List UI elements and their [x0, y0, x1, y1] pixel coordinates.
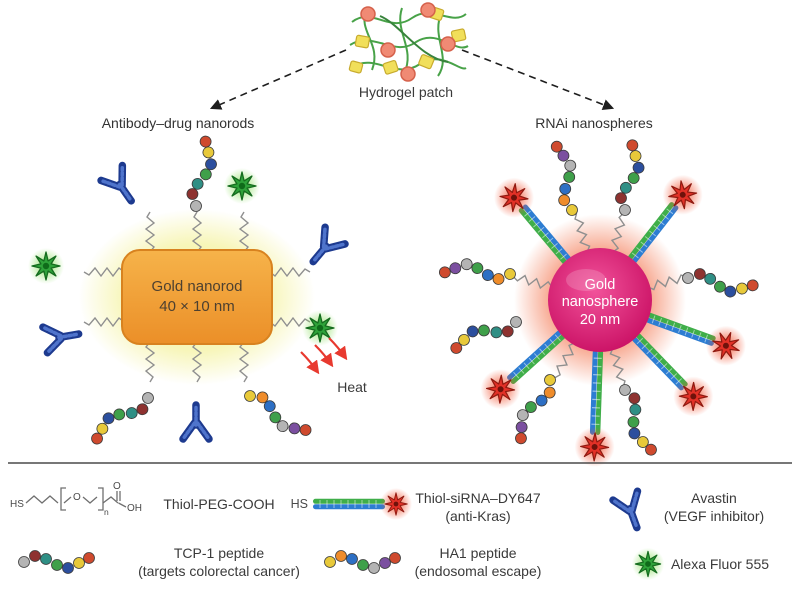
legend-item-ha1: HA1 peptide (endosomal escape) [324, 545, 542, 579]
heat-label: Heat [337, 379, 367, 395]
tcp1-peptide-chain [83, 385, 160, 449]
legend-item-tcp1: TCP-1 peptide (targets colorectal cancer… [18, 545, 300, 579]
nanorod-body [121, 249, 273, 345]
chem-o: O [73, 492, 81, 503]
tcp1-peptide-chain [611, 380, 661, 461]
tcp1-peptide-chain [183, 134, 223, 215]
legend-label-avastin: Avastin [691, 490, 737, 506]
legend-item-thiol-sirna: HS Thiol-siRNA–DY647 (anti-Kras) [291, 487, 541, 524]
antibody-icon [613, 491, 649, 532]
sirna-rod-icon [312, 498, 386, 510]
nanosphere-label-line3: 20 nm [580, 312, 620, 328]
legend-label-alexa: Alexa Fluor 555 [671, 556, 769, 572]
tcp1-chain-icon [18, 550, 95, 574]
tcp1-peptide-chain [445, 308, 526, 358]
legend-hs-prefix: HS [291, 497, 308, 511]
nanorod-label-line1: Gold nanorod [152, 278, 243, 295]
legend-sublabel-avastin: (VEGF inhibitor) [664, 508, 764, 524]
legend-item-thiol-peg: HS O n O OH Thiol-PEG-COOH [10, 481, 275, 517]
thiol-peg-structure: HS O n O OH [10, 481, 142, 517]
nanosphere-body [548, 248, 652, 352]
right-panel-title: RNAi nanospheres [535, 115, 653, 131]
tcp1-peptide-chain [612, 138, 649, 218]
hydrogel-label: Hydrogel patch [359, 84, 453, 100]
legend-label-tcp1: TCP-1 peptide [174, 545, 264, 561]
hydrogel-drug-cubes [348, 6, 467, 75]
ha1-peptide-chain [238, 383, 315, 447]
nanorod-label-line2: 40 × 10 nm [159, 298, 234, 315]
hydrogel-patch-graphic [348, 2, 469, 82]
nanosphere-assembly: Gold nanosphere 20 nm [438, 138, 760, 469]
dy647-burst-icon [379, 487, 413, 521]
legend-sublabel-ha1: (endosomal escape) [415, 563, 542, 579]
alexa-star-icon [27, 247, 65, 285]
nanorod-assembly: Gold nanorod 40 × 10 nm Heat [27, 134, 367, 449]
left-panel-title: Antibody–drug nanorods [102, 115, 255, 131]
arrow-to-nanospheres [461, 49, 615, 110]
ha1-chain-icon [324, 550, 401, 574]
dy647-burst-icon [573, 425, 616, 469]
legend: HS O n O OH Thiol-PEG-COOH [8, 462, 792, 581]
chem-n: n [104, 507, 109, 517]
legend-sublabel-thiol-sirna: (anti-Kras) [445, 508, 510, 524]
antibody-icon [43, 321, 81, 353]
ha1-peptide-chain [438, 255, 517, 287]
nanosphere-label-line1: Gold [585, 277, 616, 293]
ha1-peptide-chain [548, 138, 585, 218]
alexa-star-icon [223, 167, 261, 205]
legend-label-thiol-sirna: Thiol-siRNA–DY647 [415, 490, 540, 506]
dy647-burst-icon [699, 319, 753, 372]
antibody-icon [101, 166, 142, 209]
antibody-icon [183, 405, 209, 439]
chem-hs: HS [10, 499, 24, 510]
alexa-star-icon [631, 547, 665, 581]
legend-label-ha1: HA1 peptide [439, 545, 516, 561]
antibody-icon [303, 227, 345, 270]
chem-oh: OH [127, 503, 142, 514]
hydrogel-nanoparticles [360, 2, 456, 82]
chem-carbonyl-o: O [113, 481, 121, 492]
legend-item-avastin: Avastin (VEGF inhibitor) [613, 490, 764, 532]
legend-label-thiol-peg: Thiol-PEG-COOH [163, 496, 274, 512]
nanosphere-label-line2: nanosphere [562, 294, 639, 310]
arrow-to-nanorods [209, 49, 347, 110]
heat-arrows [300, 337, 348, 375]
legend-sublabel-tcp1: (targets colorectal cancer) [138, 563, 300, 579]
tcp1-peptide-chain [680, 265, 760, 302]
nanosphere-highlight [566, 269, 606, 291]
legend-item-alexa: Alexa Fluor 555 [631, 547, 769, 581]
